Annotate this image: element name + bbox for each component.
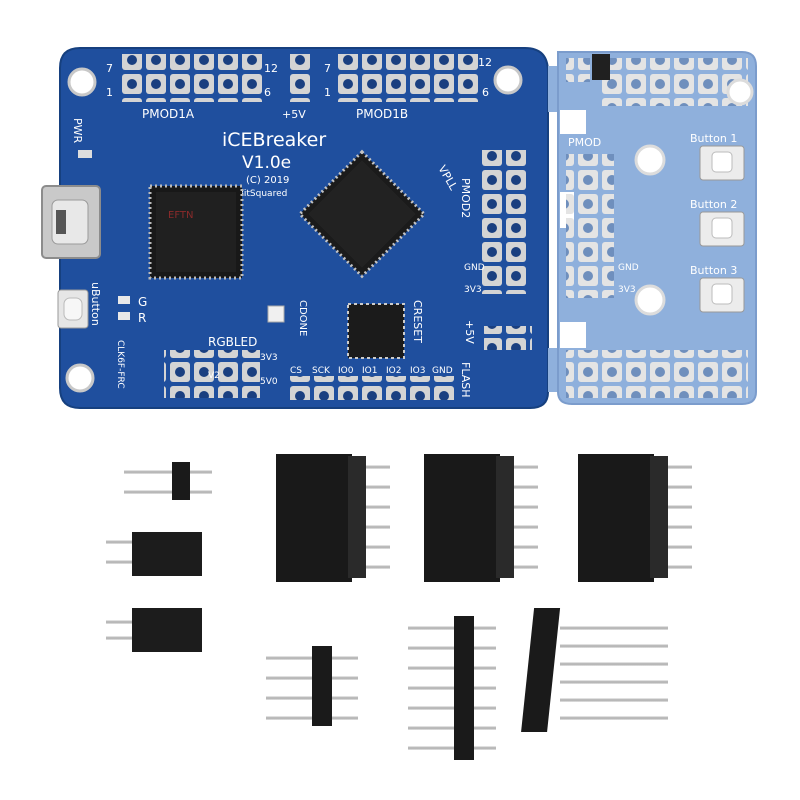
female-header-2x6 [578, 454, 692, 582]
flash-chip [347, 303, 405, 359]
button3-label: Button 3 [690, 264, 737, 277]
flash-label: FLASH [459, 362, 472, 398]
flash-pin-labels: CS SCK IO0 IO1 IO2 IO3 GND [290, 366, 453, 376]
chip-marking: EFTN [168, 210, 193, 221]
board-maker: 1BitSquared [232, 189, 287, 199]
pmod1a-label: PMOD1A [142, 107, 195, 121]
rgb-pads [164, 350, 260, 398]
mount-hole [493, 65, 523, 95]
micro-usb-connector [41, 185, 101, 259]
flash-pads [286, 376, 454, 400]
flash-pin-label: SCK [312, 366, 331, 376]
pmod2-gnd-label: GND [464, 263, 485, 273]
flash-pin-label: GND [432, 366, 453, 376]
pmod1b-pin12-label: 12 [478, 56, 492, 69]
pmod1a-pin1-label: 1 [106, 86, 113, 99]
breakout-hole [634, 284, 666, 316]
board-copyright: (C) 2019 [246, 175, 289, 186]
pmod2-3v3-label: 3V3 [464, 285, 482, 295]
button-2[interactable] [699, 211, 745, 247]
pmod2-pads [480, 150, 528, 294]
breakout-3v3-label: 3V3 [618, 285, 636, 295]
male-header-4pin [266, 646, 358, 726]
pmod-breakout-board: PMOD GND 3V3 Button 1 Button 2 Button 3 [548, 51, 757, 405]
pmod1a-pin6-label: 6 [264, 86, 271, 99]
pmod2-label: PMOD2 [459, 178, 472, 218]
button-3[interactable] [699, 277, 745, 313]
female-header-2x6 [276, 454, 390, 582]
breakout-bottom-pads [566, 350, 748, 398]
rgb-3v3-label: 3V3 [260, 353, 278, 363]
flash-pin-label: IO1 [362, 366, 377, 376]
board-name: iCEBreaker [222, 129, 326, 151]
breakout-pmod-label: PMOD [568, 136, 601, 149]
breakout-hole [634, 144, 666, 176]
button-1[interactable] [699, 145, 745, 181]
flash-pin-label: IO3 [410, 366, 425, 376]
v2-label: V2 [208, 371, 220, 381]
led-r-label: R [138, 311, 146, 325]
plus5v-pads [286, 54, 310, 102]
creset-label: CRESET [411, 300, 424, 343]
rgbled-label: RGBLED [208, 335, 257, 349]
breakout-pmod-pads [566, 154, 614, 298]
pmod1a-pin7-label: 7 [106, 62, 113, 75]
flash-pin-label: CS [290, 366, 302, 376]
pmod1b-pin7-label: 7 [324, 62, 331, 75]
pwr-label: PWR [71, 118, 84, 144]
cdone-label: CDONE [297, 300, 308, 336]
fpga-chip [297, 149, 427, 279]
mount-hole [67, 67, 97, 97]
button1-label: Button 1 [690, 132, 737, 145]
breakout-gnd-label: GND [618, 263, 639, 273]
led-g-label: G [138, 295, 147, 309]
pmod1a-pads [118, 54, 262, 102]
board-version: V1.0e [242, 153, 291, 173]
jumper-header-2pin-double [124, 462, 212, 500]
male-header-6pin [408, 616, 496, 760]
pmod1b-pin6-label: 6 [482, 86, 489, 99]
flash-pin-label: IO2 [386, 366, 401, 376]
icebreaker-board: 7 1 12 6 PMOD1A +5V 7 1 12 6 PMOD1B iCEB… [41, 47, 549, 409]
pmod1a-pin12-label: 12 [264, 62, 278, 75]
female-header-2pin [106, 608, 202, 652]
button2-label: Button 2 [690, 198, 737, 211]
female-header-2pin [106, 532, 202, 576]
rgb-5v0-label: 5V0 [260, 377, 278, 387]
female-header-2x6 [424, 454, 538, 582]
breakout-top-pads [600, 58, 748, 106]
right-angle-header-6pin [521, 608, 668, 732]
flash-pin-label: IO0 [338, 366, 354, 376]
ubutton [57, 289, 89, 329]
breakout-hole [726, 78, 754, 106]
clk-label: CLK6F-FRC [115, 340, 125, 389]
pmod1b-pads [336, 54, 480, 102]
pmod1b-pin1-label: 1 [324, 86, 331, 99]
ftdi-chip: EFTN [148, 184, 244, 280]
mount-hole [65, 363, 95, 393]
pmod1b-label: PMOD1B [356, 107, 408, 121]
plus5v-side-label: +5V [463, 320, 476, 344]
plus5v-top-label: +5V [282, 108, 306, 121]
ubutton-label: uButton [89, 282, 102, 326]
